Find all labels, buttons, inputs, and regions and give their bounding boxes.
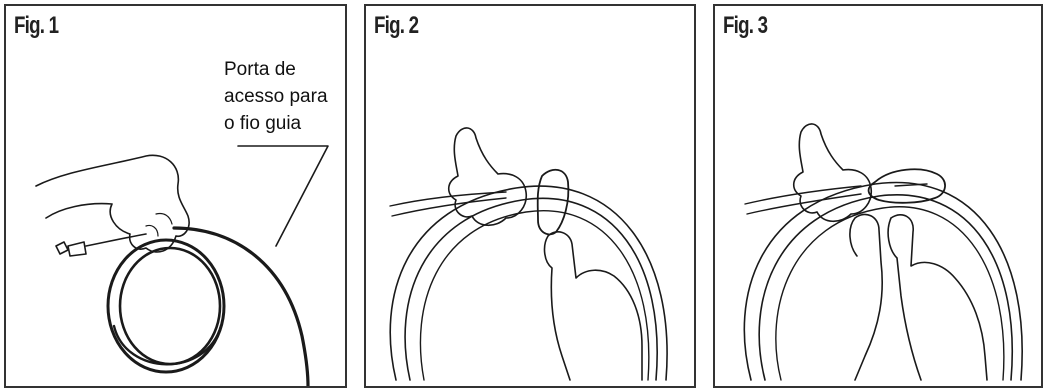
dispenser-clip [538,170,569,235]
figure-1-panel: Fig. 1 Porta de acesso para o fio guia [4,4,347,388]
hand-finger-lines [146,213,172,236]
hub-connector [56,242,86,256]
lower-hand-icon [545,232,642,380]
hand-arm-icon [36,155,189,252]
hub-tube [86,234,146,246]
wire-loop-2 [759,195,1012,380]
wire-loop-3 [420,211,648,380]
figure-3-panel: Fig. 3 [713,4,1043,388]
dispenser-clip [869,169,945,202]
upper-hand-icon [449,128,527,225]
right-lower-hand-icon [888,215,987,380]
coil-outer-loop [108,240,224,372]
upper-hand-icon [794,124,872,221]
wire-lead-left [745,186,861,204]
wire-loop-2 [405,198,657,380]
figure-2-illustration [366,6,694,386]
callout-leader-line [238,146,328,246]
figure-2-panel: Fig. 2 [364,4,696,388]
figure-3-illustration [715,6,1041,386]
wire-loop-3 [776,207,1004,380]
left-lower-hand-icon [850,214,882,380]
figure-1-illustration [6,6,345,386]
coil-inner-loop [120,248,220,364]
